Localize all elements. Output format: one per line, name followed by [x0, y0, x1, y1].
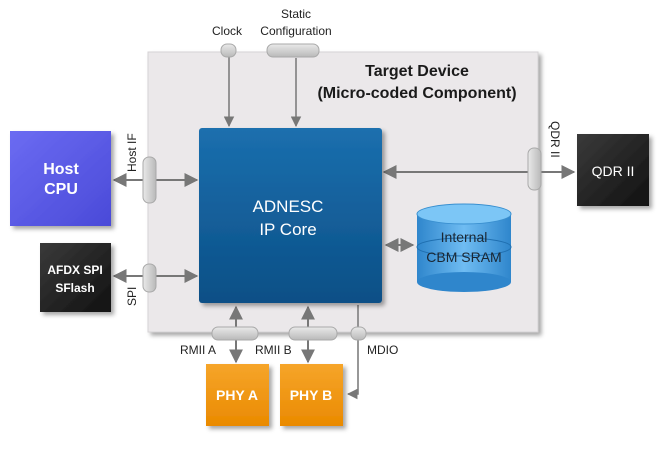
- phy-b-block: [280, 364, 343, 426]
- clock-label: Clock: [212, 24, 243, 38]
- phy-a-label: PHY A: [216, 387, 258, 403]
- mdio-label: MDIO: [367, 343, 398, 357]
- host-if-label: Host IF: [125, 133, 139, 172]
- phy-a-block: [206, 364, 269, 426]
- host-cpu-label-line2: CPU: [44, 181, 78, 198]
- host-cpu-label-line1: Host: [43, 161, 79, 178]
- phy-b-label: PHY B: [290, 387, 333, 403]
- sram-label-line1: Internal: [441, 229, 488, 245]
- static-config-label-line1: Static: [281, 7, 311, 21]
- sram-label-line2: CBM SRAM: [426, 249, 501, 265]
- afdx-spi-sflash-block: [40, 243, 111, 312]
- afdx-label-line1: AFDX SPI: [47, 263, 102, 277]
- mdio-connector: [350, 326, 367, 341]
- clock-connector: [220, 43, 237, 58]
- static-config-connector: [266, 43, 320, 58]
- rmii-a-label: RMII A: [180, 343, 216, 357]
- core-label-line1: ADNESC: [253, 197, 324, 216]
- target-device-title: Target Device: [365, 63, 469, 80]
- rmii-a-connector: [211, 326, 259, 341]
- core-label-line2: IP Core: [259, 220, 316, 239]
- qdr-if-label: QDR II: [548, 121, 562, 158]
- qdr-ii-label: QDR II: [592, 163, 635, 179]
- static-config-label-line2: Configuration: [260, 24, 331, 38]
- afdx-label-line2: SFlash: [55, 281, 94, 295]
- adnesc-ip-core-block: [199, 128, 382, 303]
- target-device-subtitle: (Micro-coded Component): [317, 85, 516, 102]
- rmii-b-connector: [288, 326, 338, 341]
- qdr-connector: [527, 147, 542, 191]
- host-cpu-block: [10, 131, 111, 226]
- rmii-b-label: RMII B: [255, 343, 292, 357]
- internal-sram-cylinder: [416, 203, 512, 292]
- qdr-ii-block: [577, 134, 649, 206]
- host-if-connector: [142, 156, 157, 204]
- spi-connector: [142, 263, 157, 293]
- spi-label: SPI: [125, 287, 139, 306]
